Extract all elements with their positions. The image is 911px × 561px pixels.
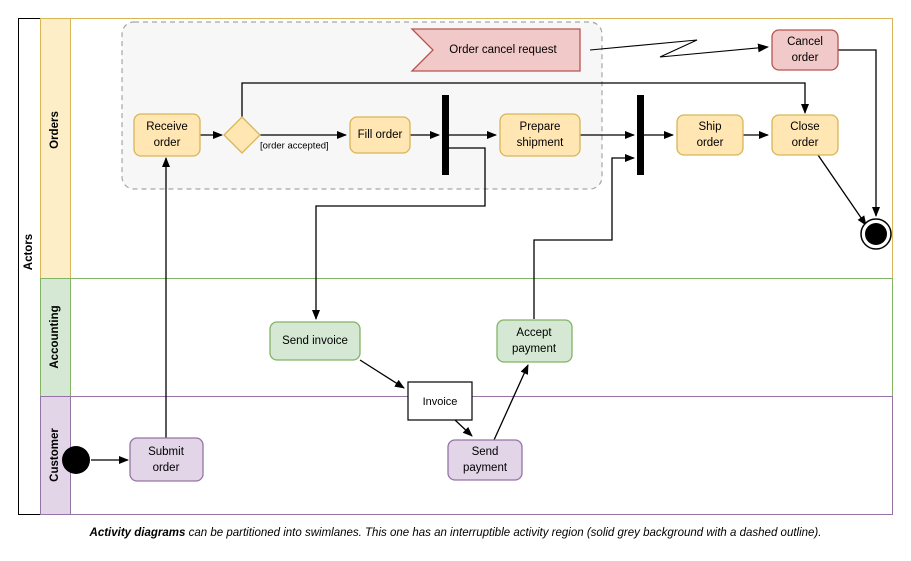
node-prepare-shipment-shape: [499, 113, 581, 157]
node-send-payment-shape: [447, 439, 523, 481]
node-send-invoice[interactable]: Send invoice: [269, 321, 361, 361]
lane-orders-label: Orders: [49, 111, 61, 149]
node-close-order-label-2: order: [792, 137, 819, 149]
edge-close-order-to-final: [817, 154, 867, 226]
node-send-invoice-shape: [269, 321, 361, 361]
node-submit-order-label-2: order: [153, 462, 180, 474]
node-close-order-label-1: Close: [790, 121, 819, 133]
node-invoice-object-shape: [407, 381, 473, 421]
node-fill-order-label: Fill order: [358, 129, 403, 141]
lane-accounting-label: Accounting: [49, 305, 61, 368]
control-nodes: [62, 95, 892, 474]
node-receive-order-shape: [133, 113, 201, 157]
node-ship-order[interactable]: Ship order: [676, 114, 744, 156]
caption-rest: can be partitioned into swimlanes. This …: [185, 527, 822, 539]
node-accept-payment-label-1: Accept: [516, 327, 552, 339]
node-order-cancel-request-label: Order cancel request: [449, 44, 557, 56]
initial-node[interactable]: [62, 446, 90, 474]
node-receive-order-label-2: order: [154, 137, 181, 149]
node-cancel-order[interactable]: Cancel order: [771, 29, 839, 71]
edge-send-payment-to-accept-payment: [493, 364, 529, 441]
edge-accept-payment-to-join: [533, 154, 635, 319]
node-prepare-shipment-label-1: Prepare: [520, 121, 561, 133]
edge-send-invoice-to-invoice-object: [359, 359, 405, 389]
edge-cancel-order-to-final: [838, 49, 880, 217]
caption-bold-lead: Activity diagrams: [89, 527, 186, 539]
node-ship-order-label-1: Ship: [698, 121, 721, 133]
node-close-order[interactable]: Close order: [771, 114, 839, 156]
join-bar[interactable]: [637, 95, 644, 175]
node-send-payment[interactable]: Send payment: [447, 439, 523, 481]
node-accept-payment[interactable]: Accept payment: [496, 319, 573, 363]
edge-decision-top-rail: [241, 82, 809, 117]
node-accept-payment-label-2: payment: [512, 343, 557, 355]
lane-customer-label: Customer: [49, 428, 61, 482]
lane-accounting: Accounting: [40, 278, 893, 397]
node-cancel-order-label-2: order: [792, 52, 819, 64]
final-node-core: [865, 223, 887, 245]
edge-invoice-object-to-send-payment: [454, 419, 473, 437]
node-order-cancel-request[interactable]: Order cancel request: [410, 28, 581, 72]
node-receive-order-label-1: Receive: [146, 121, 188, 133]
decision-order-accepted[interactable]: [223, 116, 261, 154]
node-submit-order-shape: [129, 437, 204, 482]
node-ship-order-label-2: order: [697, 137, 724, 149]
edge-order-cancel-request-to-cancel-order: [589, 39, 769, 58]
node-accept-payment-shape: [496, 319, 573, 363]
node-cancel-order-label-1: Cancel: [787, 36, 823, 48]
edge-fork-to-send-invoice: [312, 147, 486, 320]
node-prepare-shipment-label-2: shipment: [517, 137, 564, 149]
signal-receipt-icon: [410, 28, 581, 72]
lane-accounting-body: [40, 278, 893, 397]
node-send-invoice-label: Send invoice: [282, 335, 348, 347]
node-fill-order-shape: [349, 116, 411, 154]
node-submit-order[interactable]: Submit order: [129, 437, 204, 482]
node-submit-order-label-1: Submit: [148, 446, 185, 458]
node-ship-order-shape: [676, 114, 744, 156]
node-send-payment-label-2: payment: [463, 462, 508, 474]
node-send-payment-label-1: Send: [472, 446, 499, 458]
node-close-order-shape: [771, 114, 839, 156]
action-nodes: Receive order Fill order Prepare shipmen…: [129, 28, 839, 482]
edges: [91, 39, 880, 464]
node-fill-order[interactable]: Fill order: [349, 116, 411, 154]
figure-caption: Activity diagrams can be partitioned int…: [0, 527, 911, 539]
pool-title: Actors: [23, 234, 35, 270]
node-cancel-order-shape: [771, 29, 839, 71]
node-invoice-object[interactable]: Invoice: [407, 381, 473, 421]
node-prepare-shipment[interactable]: Prepare shipment: [499, 113, 581, 157]
node-receive-order[interactable]: Receive order: [133, 113, 201, 157]
guard-order-accepted: [order accepted]: [260, 141, 329, 152]
node-invoice-object-label: Invoice: [423, 396, 458, 408]
fork-bar[interactable]: [442, 95, 449, 175]
